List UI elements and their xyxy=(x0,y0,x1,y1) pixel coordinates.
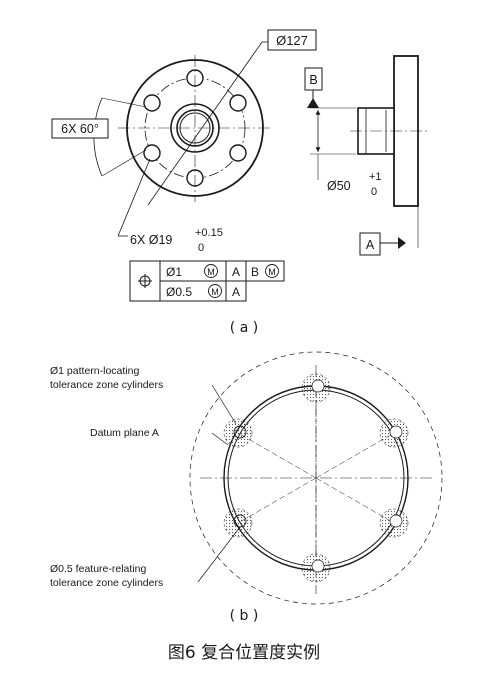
callout-pattern: Ø1 pattern-locating tolerance zone cylin… xyxy=(50,365,163,391)
flange-side-view xyxy=(307,55,430,249)
feature-callout-line2: tolerance zone cylinders xyxy=(50,577,163,589)
tolerance-zone xyxy=(301,553,331,583)
bolt-circle-leader xyxy=(147,41,263,206)
pilot-label: Ø50 xyxy=(327,179,351,193)
holes-dimension: 6X Ø19 +0.15 0 xyxy=(130,227,223,254)
bolt-hole xyxy=(229,94,247,112)
figure-caption: 图6 复合位置度实例 xyxy=(168,643,320,663)
angle-dimension: 6X 60° xyxy=(51,118,109,139)
pattern-zone-leader xyxy=(211,384,237,425)
tolerance-zone xyxy=(379,508,409,538)
bolt-hole xyxy=(229,144,247,162)
callout-feature: Ø0.5 feature-relating tolerance zone cyl… xyxy=(50,563,163,589)
fcf-row1-datum-a: A xyxy=(232,265,240,279)
tolerance-zone xyxy=(223,508,253,538)
fcf-row2-modifier: M xyxy=(211,287,219,297)
tolerance-zone xyxy=(301,373,331,403)
fcf-row1-datum-b-modifier: M xyxy=(268,267,276,277)
tolerance-zone-view xyxy=(189,351,443,605)
tolerance-zone xyxy=(223,418,253,448)
bolt-hole xyxy=(143,94,161,112)
holes-lower-tol: 0 xyxy=(198,242,204,254)
flange-outline-dashed xyxy=(189,351,443,605)
feature-zone-leader xyxy=(197,526,241,583)
feature-callout-line1: Ø0.5 feature-relating xyxy=(50,563,146,575)
pilot-dimension: Ø50 +1 0 xyxy=(327,171,382,198)
fcf-row2-tolerance: Ø0.5 xyxy=(166,285,192,299)
pilot-upper-tol: +1 xyxy=(369,171,382,183)
datum-b-label: B xyxy=(309,73,317,87)
datum-plane-callout: Datum plane A xyxy=(90,427,159,439)
tolerance-zone xyxy=(379,418,409,448)
holes-label: 6X Ø19 xyxy=(130,233,172,247)
pilot-lower-tol: 0 xyxy=(371,186,377,198)
feature-control-frame: Ø1 M A B M Ø0.5 M A xyxy=(129,260,285,302)
pattern-callout-line1: Ø1 pattern-locating xyxy=(50,365,139,377)
datum-plane-leader xyxy=(211,432,229,446)
datum-b-flag: B xyxy=(304,67,323,91)
pattern-callout-line2: tolerance zone cylinders xyxy=(50,379,163,391)
subfigure-a-label: ( a ) xyxy=(230,320,258,336)
fcf-row1-modifier: M xyxy=(207,267,215,277)
holes-upper-tol: +0.15 xyxy=(195,227,223,239)
mmc-modifier-icon xyxy=(204,264,218,278)
fcf-row2-datum-a: A xyxy=(232,285,240,299)
subfigure-b-label: ( b ) xyxy=(230,608,259,624)
fcf-row1-datum-b: B xyxy=(251,265,259,279)
mmc-modifier-icon xyxy=(208,284,222,298)
bolt-circle-dimension: Ø127 xyxy=(267,29,317,51)
datum-b-triangle xyxy=(307,98,319,108)
datum-a-flag: A xyxy=(359,232,381,256)
angle-label: 6X 60° xyxy=(61,122,99,136)
bolt-circle-label: Ø127 xyxy=(276,33,308,48)
fcf-row1-tolerance: Ø1 xyxy=(166,265,182,279)
mmc-modifier-icon xyxy=(265,264,279,278)
datum-a-label: A xyxy=(366,238,375,252)
holes-leader xyxy=(117,158,151,237)
flange-front-view xyxy=(93,41,272,237)
datum-a-triangle xyxy=(398,237,406,249)
bolt-hole xyxy=(143,144,161,162)
